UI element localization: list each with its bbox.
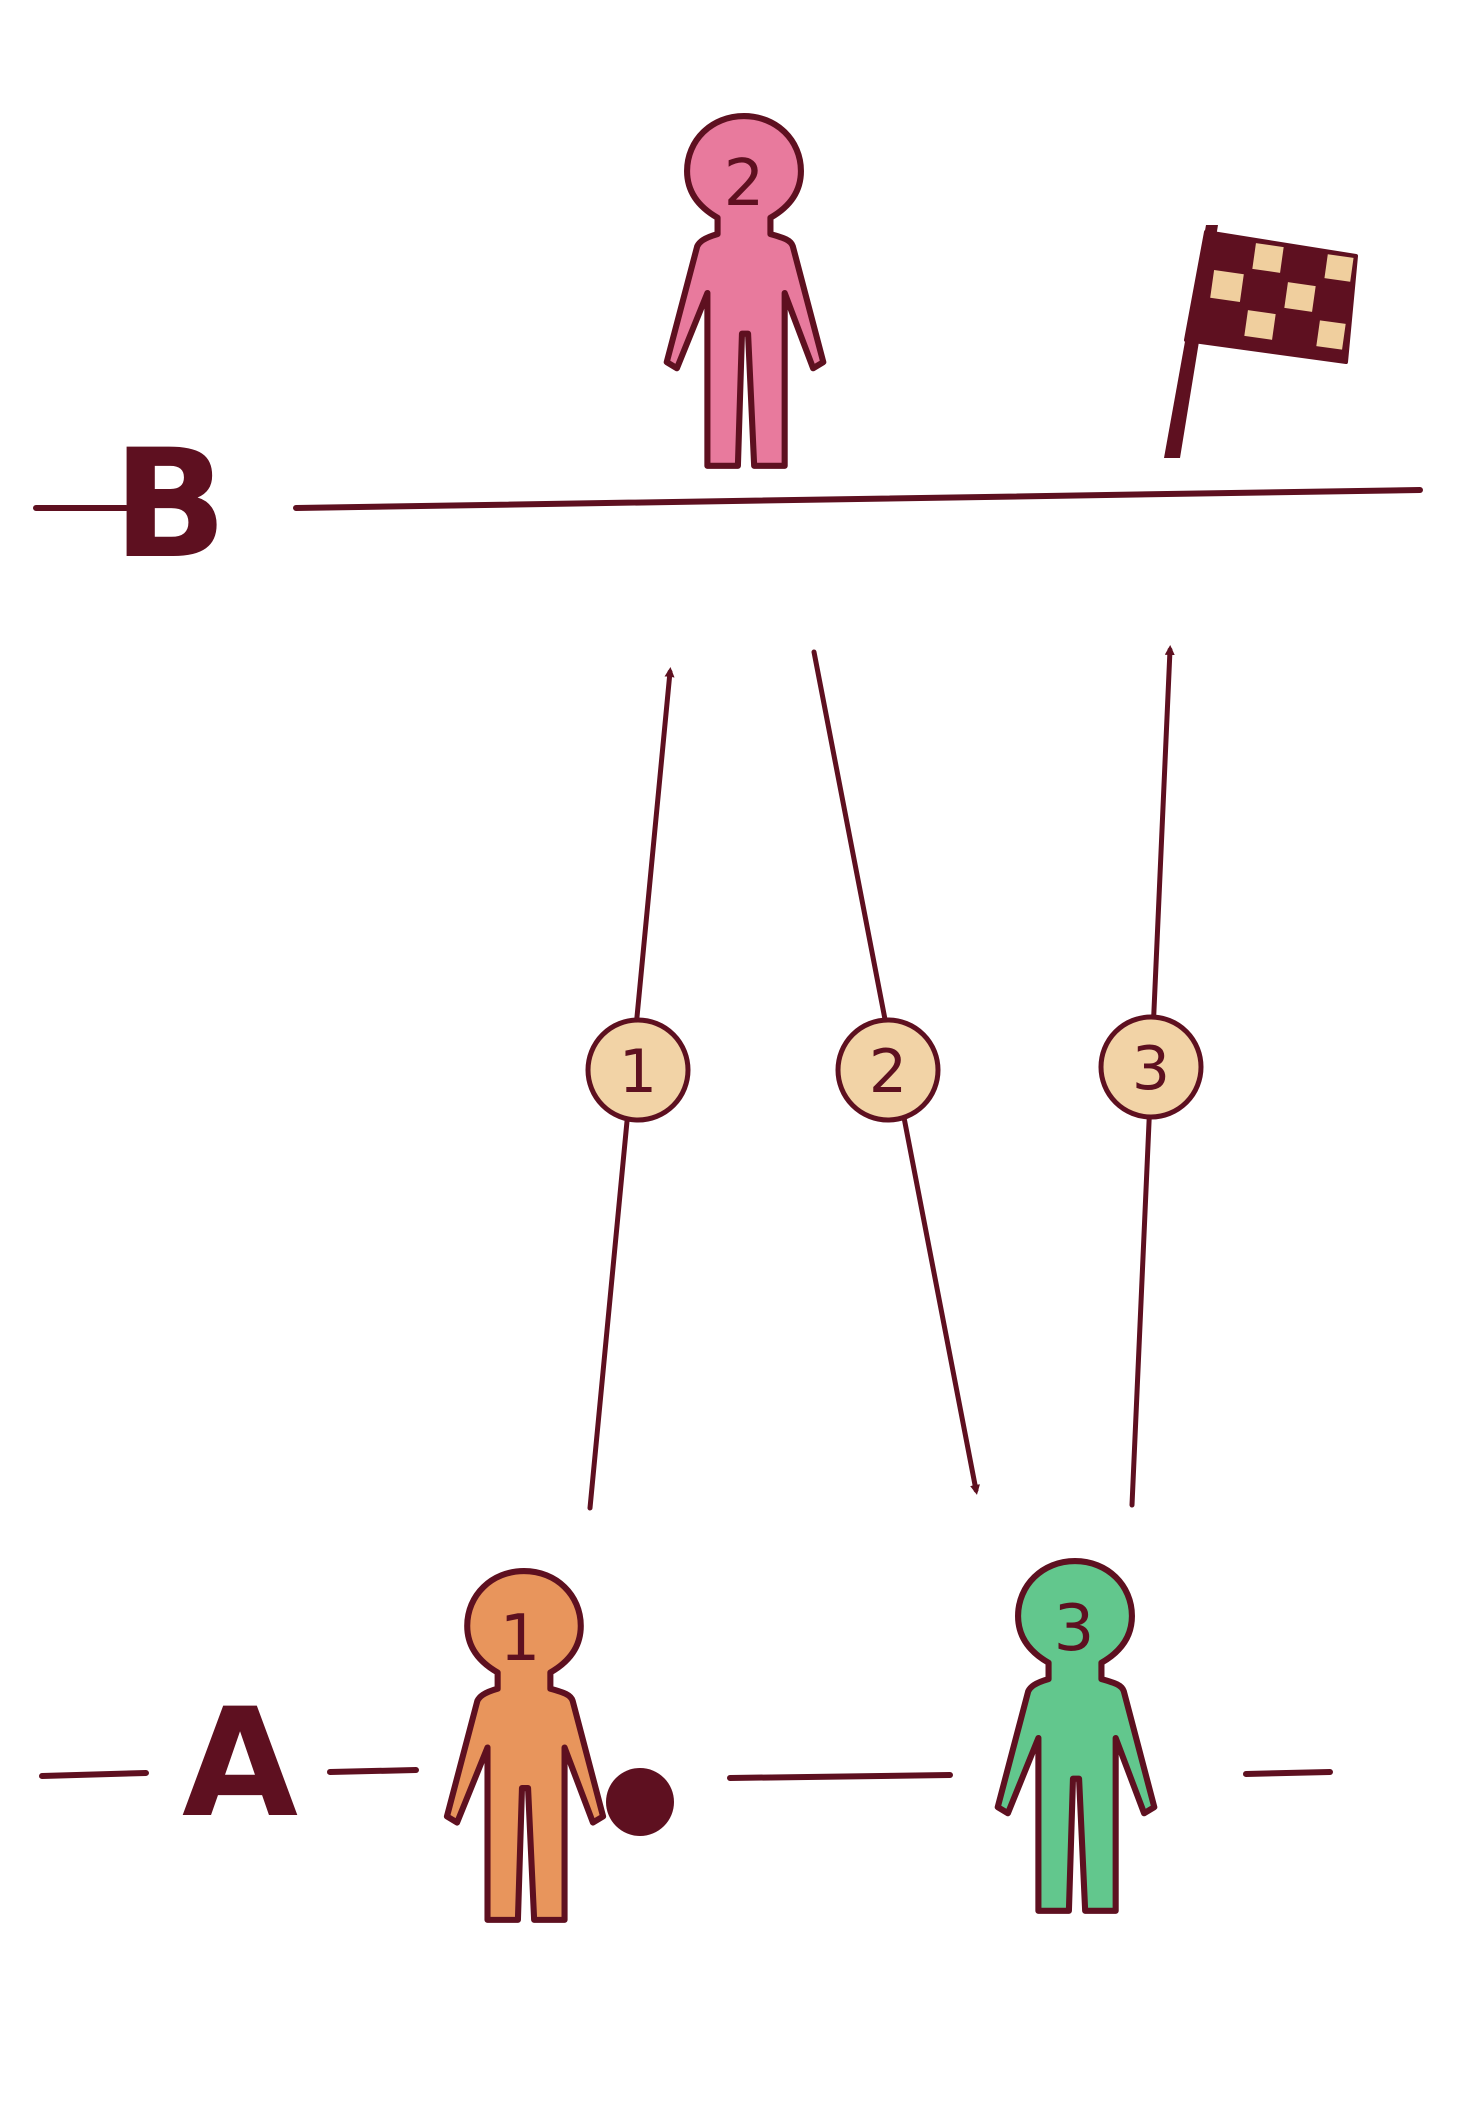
person-1-number: 1 — [500, 1602, 541, 1676]
person-2: 2 — [667, 116, 824, 466]
step-badge-1: 1 — [585, 1017, 691, 1123]
ball-icon — [606, 1768, 674, 1836]
person-2-number: 2 — [724, 147, 765, 221]
checkered-flag-icon — [1164, 225, 1358, 458]
step-badge-2: 2 — [835, 1017, 941, 1123]
step-badge-2-number: 2 — [869, 1037, 907, 1107]
person-1: 1 — [447, 1571, 674, 1920]
step-badge-3: 3 — [1098, 1014, 1204, 1120]
step-badge-3-number: 3 — [1132, 1034, 1170, 1104]
line-a-label: A — [182, 1677, 298, 1851]
line-b: B — [33, 418, 1423, 592]
line-b-label: B — [113, 418, 227, 592]
person-3: 3 — [998, 1561, 1155, 1911]
person-3-number: 3 — [1054, 1592, 1095, 1666]
line-a: A — [39, 1677, 1333, 1851]
step-badge-1-number: 1 — [619, 1037, 657, 1107]
